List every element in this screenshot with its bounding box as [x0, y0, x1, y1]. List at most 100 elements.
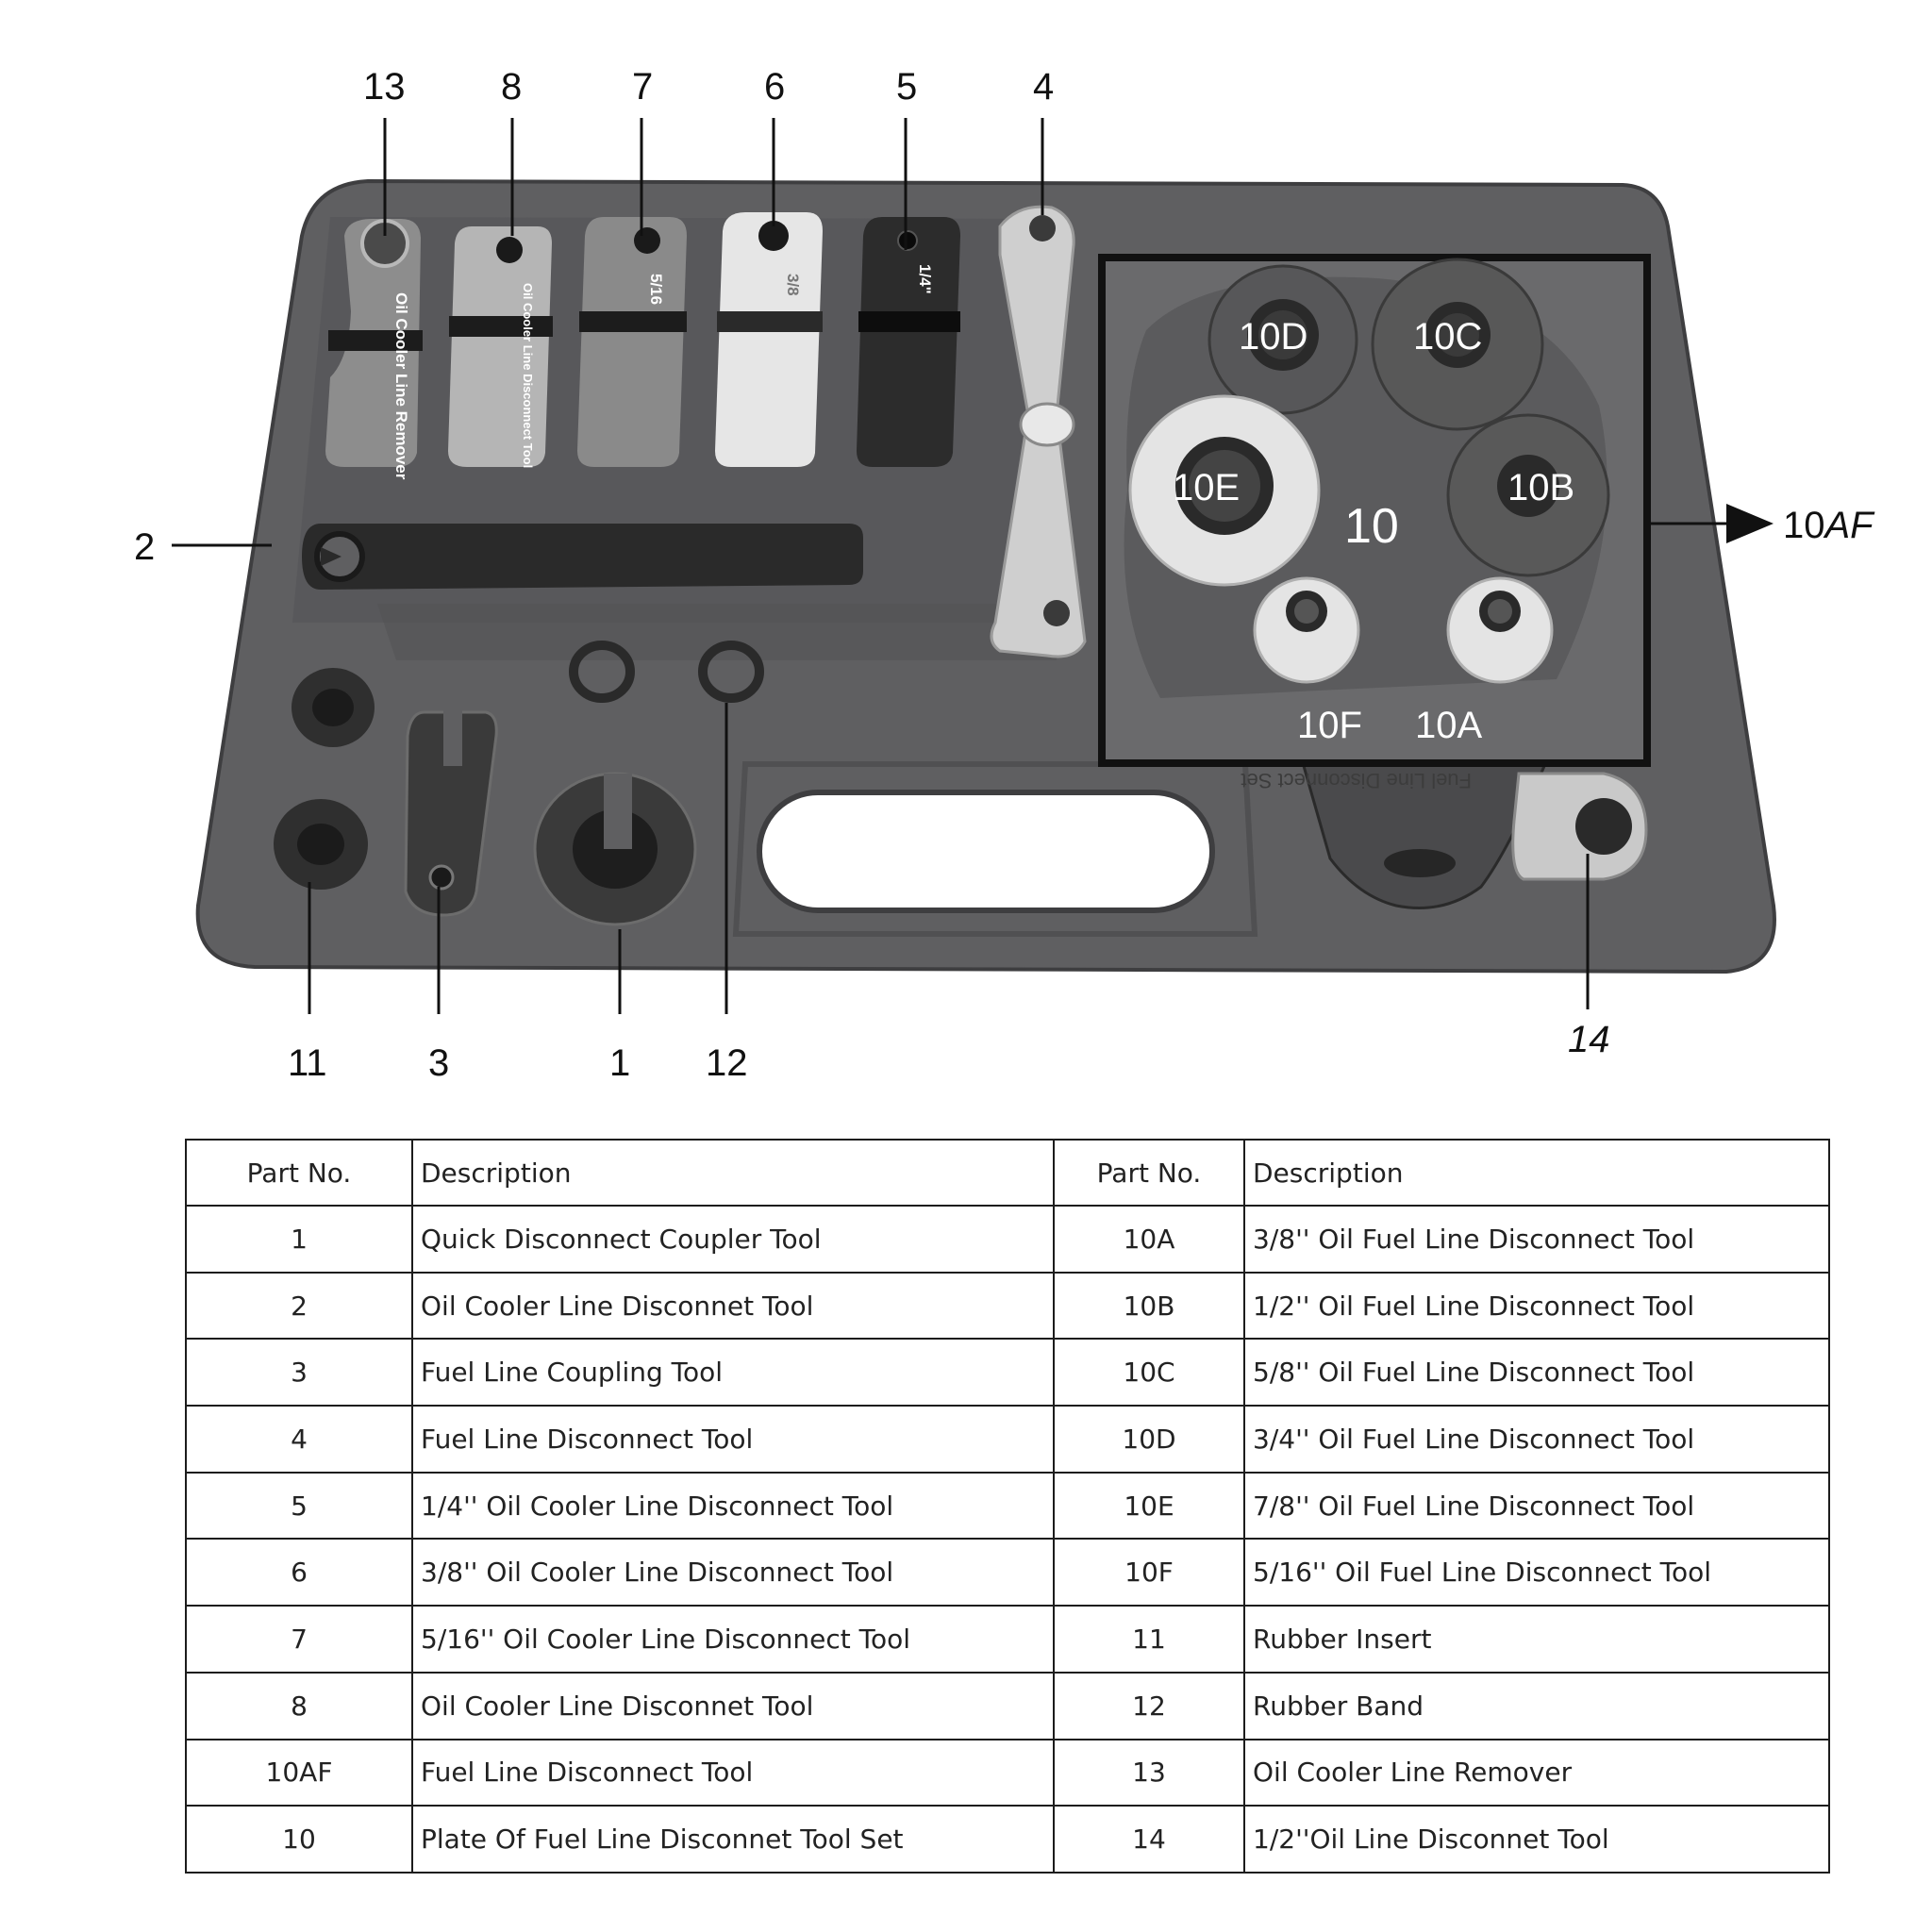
- part-number: 10C: [1053, 1338, 1245, 1407]
- part-number: 8: [185, 1671, 413, 1740]
- tool-11-rubber-inserts: [274, 668, 375, 890]
- part-description: 5/16'' Oil Cooler Line Disconnect Tool: [411, 1605, 1055, 1674]
- arrow-head: [1726, 504, 1774, 543]
- part-description: 3/4'' Oil Fuel Line Disconnect Tool: [1243, 1405, 1830, 1474]
- tool-5-1-4-oil-cooler-line-disconnect-tool: 1/4": [857, 217, 960, 467]
- parts-table: Part No. Description Part No. Descriptio…: [185, 1139, 1830, 1874]
- callout-5: 5: [896, 66, 917, 108]
- part-description: Quick Disconnect Coupler Tool: [411, 1205, 1055, 1274]
- tool-14-oil-line-disconnect-tool: [1511, 772, 1648, 881]
- part-number: 10AF: [185, 1738, 413, 1807]
- label-10c: 10C: [1413, 316, 1482, 358]
- header-description: Description: [1243, 1139, 1830, 1207]
- part-number: 10D: [1053, 1405, 1245, 1474]
- table-row: 10AF Fuel Line Disconnect Tool 13 Oil Co…: [185, 1738, 1830, 1807]
- tool-3-fuel-line-coupling-tool: [404, 709, 498, 917]
- part-number: 5: [185, 1471, 413, 1541]
- part-number: 10B: [1053, 1271, 1245, 1341]
- table-row: 1 Quick Disconnect Coupler Tool 10A 3/8'…: [185, 1205, 1830, 1274]
- part-description: Rubber Insert: [1243, 1605, 1830, 1674]
- part-number: 12: [1053, 1671, 1245, 1740]
- part-number: 2: [185, 1271, 413, 1341]
- tool-2-oil-cooler-line-disconnect-tool: [302, 524, 863, 590]
- part-description: 1/4'' Oil Cooler Line Disconnect Tool: [411, 1471, 1055, 1541]
- callout-8: 8: [501, 66, 522, 108]
- tool-8-oil-cooler-line-disconnect-tool: Oil Cooler Line Disconnect Tool: [448, 226, 553, 468]
- callout-12: 12: [706, 1042, 748, 1084]
- part-description: Plate Of Fuel Line Disconnet Tool Set: [411, 1805, 1055, 1874]
- part-description: 5/8'' Oil Fuel Line Disconnect Tool: [1243, 1338, 1830, 1407]
- part-number: 14: [1053, 1805, 1245, 1874]
- callout-10af: 10AF: [1783, 505, 1875, 546]
- tool-7-5-16-oil-cooler-line-disconnect-tool: 5/16: [577, 217, 687, 467]
- part-description: Fuel Line Disconnect Tool: [411, 1405, 1055, 1474]
- callout-7: 7: [632, 66, 653, 108]
- plate-10-inset: 10D 10C 10E 10B 10 10F 10A: [1098, 254, 1651, 767]
- svg-text:Oil Cooler Line Remover: Oil Cooler Line Remover: [392, 292, 410, 480]
- part-description: 5/16'' Oil Fuel Line Disconnect Tool: [1243, 1538, 1830, 1607]
- callout-6: 6: [764, 66, 785, 108]
- table-row: 5 1/4'' Oil Cooler Line Disconnect Tool …: [185, 1471, 1830, 1541]
- tool-1-quick-disconnect-coupler-tool: [533, 772, 697, 926]
- part-description: 3/8'' Oil Fuel Line Disconnect Tool: [1243, 1205, 1830, 1274]
- label-10d: 10D: [1239, 316, 1307, 358]
- handle-surround: [732, 761, 1258, 937]
- table-row: 7 5/16'' Oil Cooler Line Disconnect Tool…: [185, 1605, 1830, 1674]
- table-row: 2 Oil Cooler Line Disconnet Tool 10B 1/2…: [185, 1271, 1830, 1341]
- part-description: Oil Cooler Line Disconnet Tool: [411, 1671, 1055, 1740]
- label-10a: 10A: [1415, 705, 1482, 746]
- leader-lines: [172, 118, 1774, 1014]
- callout-3: 3: [428, 1042, 449, 1084]
- callout-13: 13: [363, 66, 406, 108]
- table-row: 6 3/8'' Oil Cooler Line Disconnect Tool …: [185, 1538, 1830, 1607]
- label-10e: 10E: [1173, 467, 1240, 508]
- part-number: 10: [185, 1805, 413, 1874]
- svg-text:Oil Cooler Line Disconnect Too: Oil Cooler Line Disconnect Tool: [521, 283, 535, 468]
- tray-recess-lower: [377, 604, 1057, 660]
- tool-kit-diagram: Oil Cooler Line Remover Oil Cooler Line …: [134, 66, 1875, 1084]
- callout-1: 1: [609, 1042, 630, 1084]
- part-description: Fuel Line Disconnect Tool: [411, 1738, 1055, 1807]
- table-header-row: Part No. Description Part No. Descriptio…: [185, 1139, 1830, 1207]
- header-description: Description: [411, 1139, 1055, 1207]
- tool-13-oil-cooler-line-remover: Oil Cooler Line Remover: [325, 219, 423, 480]
- part-number: 11: [1053, 1605, 1245, 1674]
- part-number: 10F: [1053, 1538, 1245, 1607]
- header-part-no: Part No.: [185, 1139, 413, 1207]
- tool-6-3-8-oil-cooler-line-disconnect-tool: 3/8: [715, 212, 823, 467]
- callout-14: 14: [1568, 1019, 1610, 1060]
- svg-text:1/4": 1/4": [916, 264, 934, 294]
- table-row: 4 Fuel Line Disconnect Tool 10D 3/4'' Oi…: [185, 1405, 1830, 1474]
- handle-cutout: [757, 790, 1215, 913]
- part-description: 1/2'' Oil Fuel Line Disconnect Tool: [1243, 1271, 1830, 1341]
- part-number: 7: [185, 1605, 413, 1674]
- callout-11: 11: [288, 1042, 327, 1084]
- part-number: 3: [185, 1338, 413, 1407]
- part-description: 1/2''Oil Line Disconnet Tool: [1243, 1805, 1830, 1874]
- svg-text:3/8: 3/8: [784, 274, 802, 296]
- part-description: 3/8'' Oil Cooler Line Disconnect Tool: [411, 1538, 1055, 1607]
- tool-12-rubber-bands: [569, 641, 764, 703]
- part-description: Oil Cooler Line Remover: [1243, 1738, 1830, 1807]
- plate-10-fuel-line-disconnect-set: Fuel Line Disconnect Set: [1241, 758, 1550, 909]
- label-10b: 10B: [1507, 467, 1574, 508]
- table-row: 8 Oil Cooler Line Disconnet Tool 12 Rubb…: [185, 1671, 1830, 1740]
- part-number: 6: [185, 1538, 413, 1607]
- table-row: 10 Plate Of Fuel Line Disconnet Tool Set…: [185, 1805, 1830, 1874]
- part-number: 13: [1053, 1738, 1245, 1807]
- callout-4: 4: [1033, 66, 1054, 108]
- part-description: Oil Cooler Line Disconnet Tool: [411, 1271, 1055, 1341]
- header-part-no: Part No.: [1053, 1139, 1245, 1207]
- label-10: 10: [1344, 499, 1399, 554]
- part-description: 7/8'' Oil Fuel Line Disconnect Tool: [1243, 1471, 1830, 1541]
- part-number: 10A: [1053, 1205, 1245, 1274]
- part-number: 10E: [1053, 1471, 1245, 1541]
- part-number: 1: [185, 1205, 413, 1274]
- part-description: Fuel Line Coupling Tool: [411, 1338, 1055, 1407]
- part-number: 4: [185, 1405, 413, 1474]
- callout-2: 2: [134, 526, 155, 568]
- label-10f: 10F: [1297, 705, 1362, 746]
- table-row: 3 Fuel Line Coupling Tool 10C 5/8'' Oil …: [185, 1338, 1830, 1407]
- part-description: Rubber Band: [1243, 1671, 1830, 1740]
- tool-4-fuel-line-disconnect-tool: [990, 205, 1087, 658]
